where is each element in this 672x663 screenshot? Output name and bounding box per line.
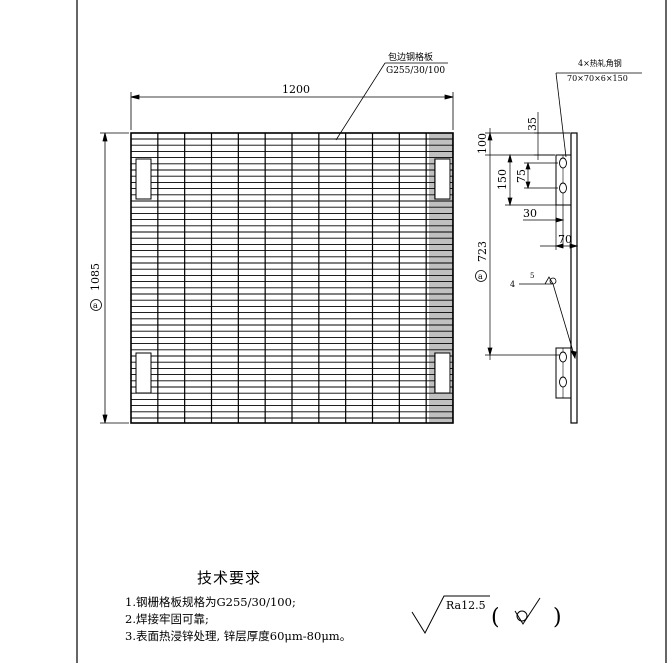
roughness-symbol-icon — [411, 595, 490, 635]
grating-plate — [130, 132, 454, 424]
grating-height-value: 1085 — [89, 263, 102, 291]
requirements-title: 技术要求 — [197, 569, 262, 587]
grating-callout-leader — [335, 62, 448, 141]
requirement-3: 3.表面热浸锌处理, 锌层厚度60μm-80μm。 — [125, 629, 352, 643]
angle-callout-name: 4×热轧角钢 — [578, 58, 622, 68]
roughness-value: Ra12.5 — [446, 599, 486, 612]
dim-723: 723 — [476, 241, 489, 262]
dim-70: 70 — [558, 233, 572, 246]
grating-callout-spec: G255/30/100 — [386, 66, 445, 76]
grating-detail-mark-circle: a — [90, 299, 102, 311]
grating-width-value: 1200 — [282, 83, 310, 96]
roughness-open-paren: ( — [491, 605, 500, 630]
dim-35: 35 — [526, 117, 539, 131]
requirement-1: 1.钢栅格板规格为G255/30/100; — [125, 595, 296, 609]
grating-detail-mark: a — [93, 301, 98, 310]
weld-length: 5 — [530, 272, 534, 280]
requirement-2: 2.焊接牢固可靠; — [125, 612, 209, 626]
angle-detail-mark-circle: a — [475, 270, 487, 282]
angle-callout-spec: 70×70×6×150 — [567, 74, 628, 83]
dim-75: 75 — [515, 169, 528, 183]
bolt-holes — [559, 157, 567, 388]
angle-detail-mark: a — [478, 272, 483, 281]
grating-width-dimension — [130, 92, 454, 130]
roughness-close-paren: ) — [553, 605, 562, 630]
angle-callout-leader — [555, 72, 642, 158]
dim-150: 150 — [496, 169, 509, 190]
weld-symbol — [519, 276, 577, 360]
weld-size: 4 — [510, 280, 515, 289]
grating-cutouts — [135, 158, 451, 394]
angle-detail-dimensions — [485, 112, 579, 360]
grating-callout-name: 包边钢格板 — [388, 51, 433, 63]
grating-height-dimension — [100, 132, 129, 424]
drawing-frame — [76, 0, 667, 663]
dim-100: 100 — [476, 133, 489, 154]
dim-30: 30 — [523, 207, 537, 220]
roughness-other-surfaces-icon — [514, 597, 541, 625]
